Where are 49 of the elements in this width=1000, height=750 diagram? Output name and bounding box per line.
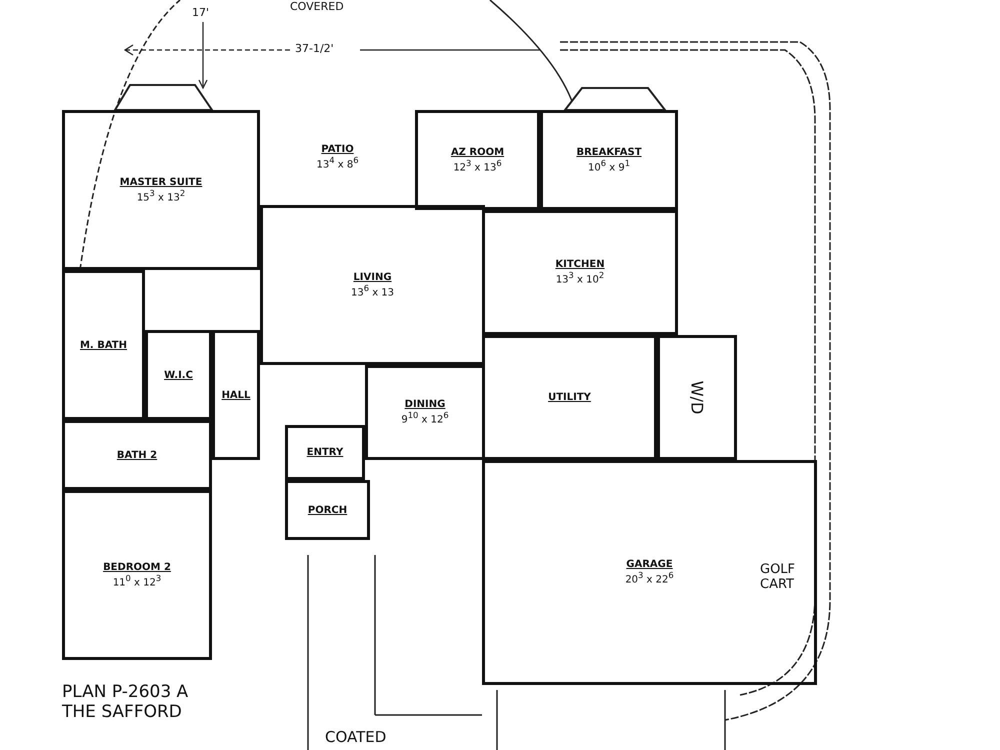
- room-outline: [285, 425, 365, 480]
- room-dimensions: 13$^{6}$ x 13: [350, 282, 394, 298]
- dimension-text: 17': [192, 6, 210, 19]
- room-name: BATH 2: [116, 450, 158, 460]
- room-dimensions: 15$^{3}$ x 13$^{2}$: [136, 188, 186, 204]
- note-text: COVERED: [290, 0, 344, 13]
- room-outline: [62, 420, 212, 490]
- room-name: UTILITY: [548, 392, 591, 403]
- room-name: W.I.C: [164, 370, 193, 380]
- room-name: DINING: [404, 399, 446, 410]
- room-outline: [285, 480, 370, 540]
- room-outline: [260, 205, 485, 365]
- room-outline: [365, 365, 485, 460]
- room-name: BREAKFAST: [576, 146, 642, 158]
- room-outline: [62, 110, 260, 270]
- room-outline: [482, 460, 817, 685]
- room-name: GARAGE: [626, 559, 673, 570]
- room-name: W/D: [688, 380, 706, 414]
- note-text: GOLF CART: [760, 562, 796, 592]
- room-outline: [657, 335, 737, 460]
- room-outline: [212, 330, 260, 460]
- room-dimensions: 9$^{10}$ x 12$^{6}$: [401, 410, 449, 426]
- room-name: MASTER SUITE: [120, 176, 202, 188]
- room-name: KITCHEN: [555, 259, 605, 270]
- room-outline: [540, 110, 678, 210]
- room-dimensions: 12$^{3}$ x 13$^{6}$: [453, 158, 502, 174]
- room-dimensions: 11$^{0}$ x 12$^{3}$: [112, 572, 162, 588]
- room-dimensions: 13$^{3}$ x 10$^{2}$: [556, 270, 604, 286]
- room-dimensions: 20$^{3}$ x 22$^{6}$: [625, 570, 674, 586]
- plan-number: PLAN P-2603 A: [62, 682, 188, 702]
- dimension-text: 37-1/2': [295, 42, 334, 55]
- room-name: ENTRY: [306, 447, 344, 458]
- room-name: AZ ROOM: [450, 146, 504, 158]
- room-name: M. BATH: [80, 340, 127, 350]
- room-name: BEDROOM 2: [103, 562, 171, 573]
- room-name: LIVING: [353, 272, 392, 283]
- room-dimensions: 13$^{4}$ x 8$^{6}$: [316, 155, 358, 171]
- room-name: PORCH: [308, 504, 348, 516]
- room-outline: [415, 110, 540, 210]
- room-dimensions: 10$^{6}$ x 9$^{1}$: [588, 158, 630, 174]
- room-outline: [62, 490, 212, 660]
- room-outline: [145, 330, 212, 420]
- room-outline: [482, 335, 657, 460]
- plan-name: THE SAFFORD: [62, 702, 182, 722]
- room-outline: [482, 210, 678, 335]
- note-text: COATED: [325, 728, 386, 746]
- room-name: HALL: [222, 390, 250, 400]
- room-name: PATIO: [321, 144, 354, 156]
- room-outline: [62, 270, 145, 420]
